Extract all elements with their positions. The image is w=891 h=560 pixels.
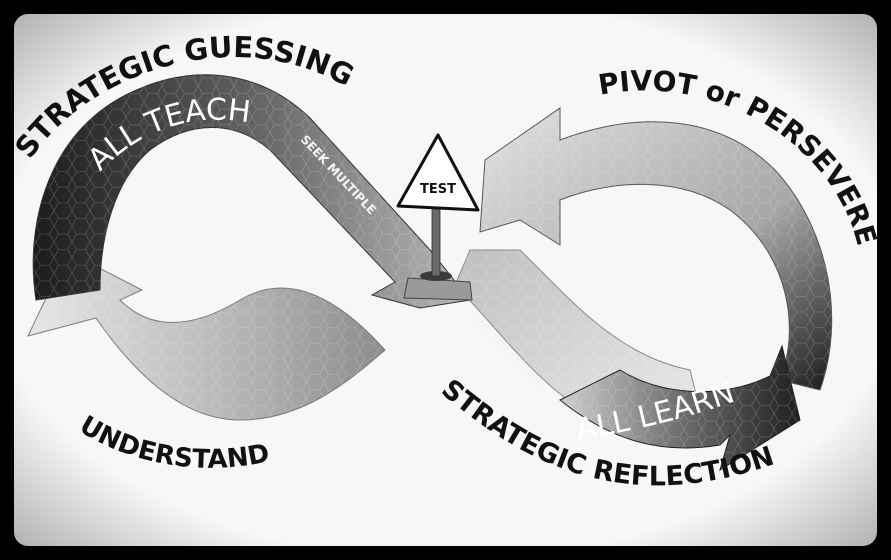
test-label: TEST xyxy=(420,182,456,197)
